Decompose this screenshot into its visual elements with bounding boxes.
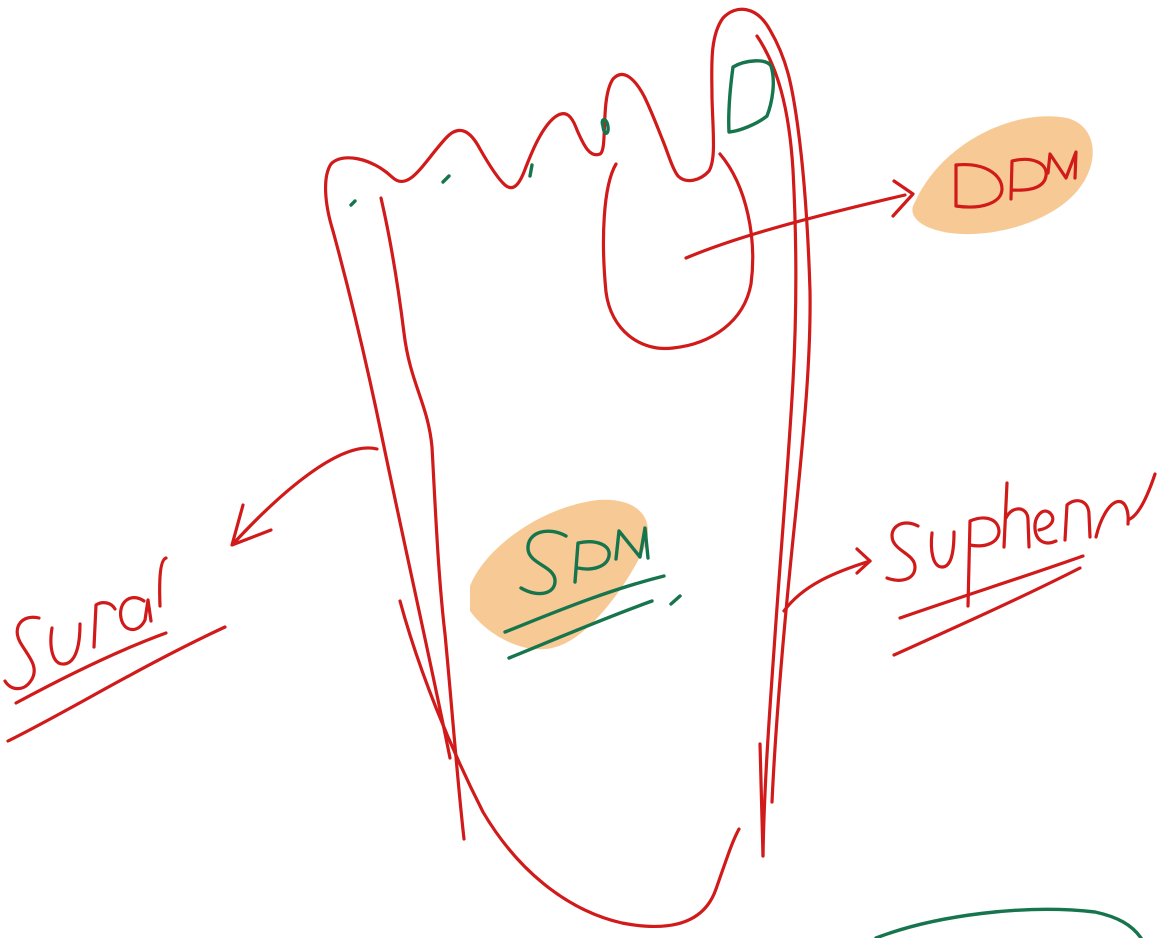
foot-outline-outer bbox=[323, 7, 812, 804]
spn-tick bbox=[669, 594, 682, 606]
dpn-letter-n bbox=[1046, 150, 1078, 180]
sural-letter-l bbox=[158, 556, 168, 608]
big-toenail-outline bbox=[727, 59, 775, 134]
saphenous-letter-s bbox=[885, 521, 920, 582]
saphenous-letter-u2 bbox=[1094, 500, 1130, 539]
sural-arrow-shaft bbox=[231, 446, 379, 546]
saphenous-letter-n bbox=[1063, 499, 1092, 542]
dpn-arrow-shaft bbox=[684, 193, 907, 260]
sural-arrow-head bbox=[230, 503, 273, 547]
sural-label-group bbox=[3, 556, 227, 743]
toe-detail-group bbox=[349, 59, 775, 207]
foot-lower-curve bbox=[398, 599, 741, 928]
inner-left-contour bbox=[379, 196, 466, 841]
spn-letter-s bbox=[519, 529, 568, 596]
dpn-label-group bbox=[954, 150, 1078, 209]
bottom-right-green-stroke bbox=[874, 907, 1143, 938]
first-toe-pad-outline bbox=[601, 152, 755, 351]
spn-underline-2 bbox=[507, 599, 654, 660]
sural-underline-2 bbox=[6, 625, 227, 743]
saphenous-letter-s-tail bbox=[1128, 472, 1157, 521]
saphenous-arrow-head bbox=[855, 547, 872, 575]
saphenous-arrow-shaft bbox=[782, 559, 872, 613]
spn-underline-1 bbox=[503, 574, 666, 634]
toe-mark-3 bbox=[528, 163, 534, 178]
sural-letter-a bbox=[118, 596, 153, 632]
sural-letter-s bbox=[3, 615, 41, 691]
spn-letter-p bbox=[573, 540, 611, 584]
inner-right-contour-2 bbox=[758, 742, 765, 858]
saphenous-letter-p bbox=[966, 516, 1001, 608]
dpn-letter-p bbox=[1009, 157, 1048, 201]
bottom-right-green-stroke-group bbox=[874, 907, 1143, 938]
saphenous-letter-e bbox=[1033, 509, 1058, 545]
sural-letter-r bbox=[92, 601, 117, 649]
saphenous-label-group bbox=[885, 472, 1157, 657]
arrows-group bbox=[230, 179, 915, 613]
spn-letter-n bbox=[614, 526, 650, 561]
spn-label-group bbox=[503, 526, 682, 660]
toe-mark-1 bbox=[349, 199, 357, 207]
toe-mark-4 bbox=[600, 118, 610, 135]
dpn-letter-d bbox=[954, 162, 1004, 209]
foot-outline-group bbox=[323, 7, 812, 928]
saphenous-underline-2 bbox=[892, 566, 1082, 657]
saphenous-letter-h bbox=[1002, 481, 1031, 549]
dpn-arrow-head bbox=[891, 179, 915, 218]
spn-highlight bbox=[470, 499, 649, 650]
toe-mark-2 bbox=[441, 174, 451, 184]
saphenous-underline-1 bbox=[898, 554, 1085, 620]
inner-right-contour bbox=[755, 34, 798, 858]
sural-underline-1 bbox=[14, 631, 168, 705]
saphenous-letter-u bbox=[929, 530, 956, 569]
sural-letter-u bbox=[49, 622, 82, 666]
